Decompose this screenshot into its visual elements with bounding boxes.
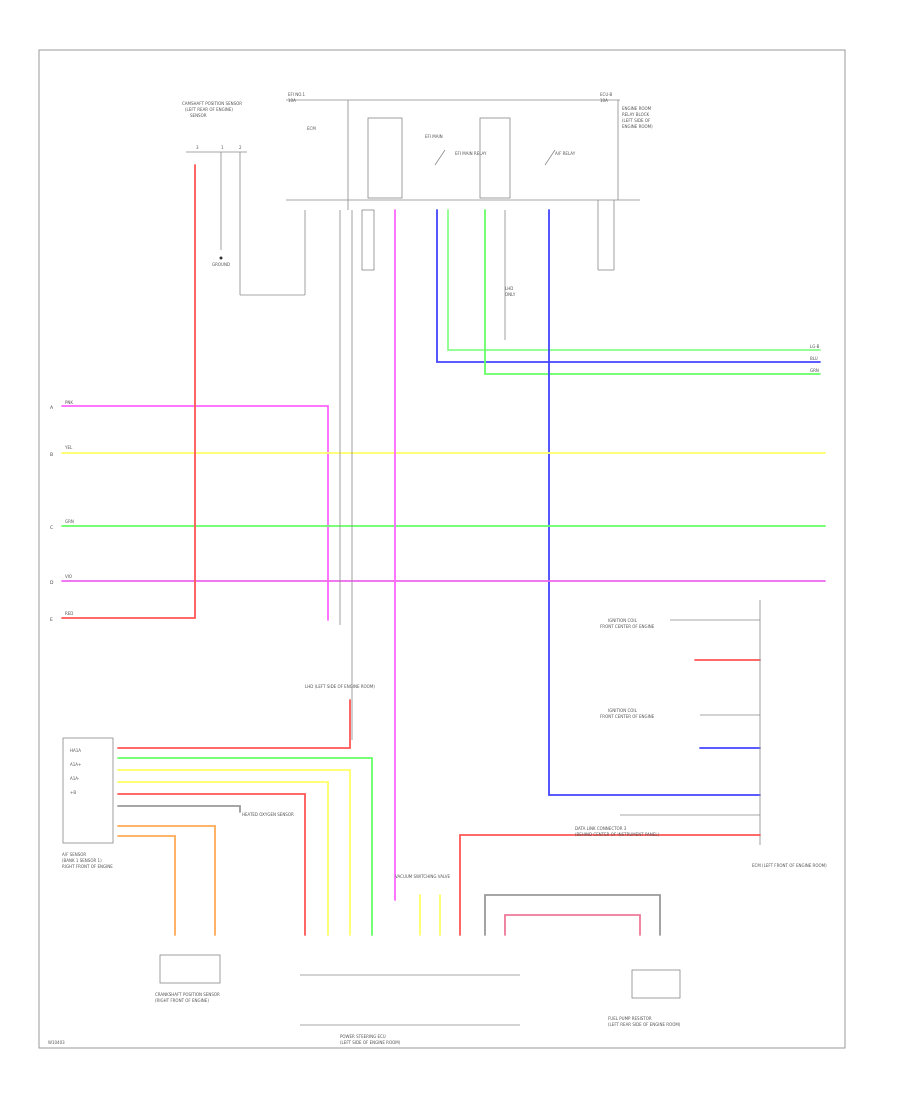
- relay-switch-2: [544, 149, 556, 166]
- relay-efi-main-box: [367, 117, 403, 199]
- ground-label: GROUND: [212, 262, 230, 267]
- relay-block-name-right2: RELAY BLOCK: [622, 112, 650, 117]
- relay-sense-label: LHD: [505, 286, 513, 291]
- af-sensor-sub: (BANK 1 SENSOR 1): [62, 858, 102, 863]
- wire-af-red: [117, 793, 306, 936]
- relay-af-box: [479, 117, 511, 199]
- cam-pin-3: 3: [196, 145, 199, 150]
- wire-af-red-top: [117, 699, 351, 749]
- fuse-left-tag: ECM: [307, 126, 316, 131]
- af-pin-3: A1A-: [70, 776, 80, 781]
- tag-row-yellow: YEL: [64, 445, 73, 450]
- pressure-label: VACUUM SWITCHING VALVE: [395, 874, 450, 879]
- data-link-sub: (BEHIND CENTER OF INSTRUMENT PANEL): [575, 832, 660, 837]
- ignition-upper-name: IGNITION COIL: [608, 618, 638, 623]
- tag-right-blue: BLU: [810, 356, 818, 361]
- ignition-lower-name: IGNITION COIL: [608, 708, 638, 713]
- relay-switch-1: [434, 149, 446, 166]
- fuse-left-rating: 10A: [288, 98, 296, 103]
- af-sensor-name: A/F SENSOR: [62, 852, 86, 857]
- ignition-upper-sub: FRONT CENTER OF ENGINE: [600, 624, 655, 629]
- fuel-pump-sub: (LEFT REAR SIDE OF ENGINE ROOM): [608, 1022, 681, 1027]
- wire-green-right: [484, 209, 821, 375]
- wire-row-red: [61, 164, 196, 619]
- fuse-mid-label: EFI MAIN: [425, 134, 443, 139]
- row-e: E RED: [50, 164, 196, 623]
- cam-pin-1: 1: [221, 145, 224, 150]
- diagram-frame: [38, 49, 846, 1049]
- row-c: C GRN: [50, 519, 826, 531]
- tag-row-green: GRN: [65, 519, 74, 524]
- camshaft-sensor-sub: (LEFT REAR OF ENGINE): [185, 107, 233, 112]
- camshaft-position-sensor: CAMSHAFT POSITION SENSOR (LEFT REAR OF E…: [182, 101, 247, 153]
- row-letter-b: B: [50, 452, 53, 458]
- tag-row-violet: VIO: [65, 574, 72, 579]
- row-letter-e: E: [50, 617, 53, 623]
- af-sensor-box: [62, 737, 114, 844]
- af-sensor-loc: RIGHT FRONT OF ENGINE: [62, 864, 113, 869]
- af-sensor: HA1A A1A+ A1A- +B A/F SENSOR (BANK 1 SEN…: [62, 737, 114, 869]
- wire-af-green: [117, 757, 373, 936]
- tag-right-green-2: GRN: [810, 368, 819, 373]
- fuse-right-ecu: ECU-B: [600, 92, 613, 97]
- fuse-right-rating: 10A: [600, 98, 608, 103]
- lhd-label: LHD (LEFT SIDE OF ENGINE ROOM): [305, 684, 375, 689]
- wire-pink-injector: [504, 914, 641, 936]
- junction-ea: [361, 209, 375, 271]
- row-a: A PNK: [50, 400, 329, 621]
- relay-af-label: A/F RELAY: [555, 151, 576, 156]
- camshaft-sensor-sub2: SENSOR: [190, 113, 207, 118]
- wire-row-pink: [61, 405, 329, 621]
- relay-block-tag-left: EFI NO.1: [288, 92, 306, 97]
- wire-af-yellow: [117, 769, 351, 936]
- tag-row-pink: PNK: [65, 400, 73, 405]
- wire-blue-right: [436, 209, 821, 363]
- ecm-right-label: ECM (LEFT FRONT OF ENGINE ROOM): [752, 863, 827, 868]
- wire-af-yellow-2: [117, 781, 329, 936]
- crankshaft-box: [159, 954, 221, 984]
- ignition-lower-sub: FRONT CENTER OF ENGINE: [600, 714, 655, 719]
- wire-af-gray: [117, 805, 241, 813]
- camshaft-sensor-label: CAMSHAFT POSITION SENSOR: [182, 101, 242, 106]
- ecm-connector: VACUUM SWITCHING VALVE POWER STEERING EC…: [300, 874, 520, 1045]
- relay-block-name-right3: (LEFT SIDE OF: [622, 118, 651, 123]
- crankshaft-name: CRANKSHAFT POSITION SENSOR: [155, 992, 220, 997]
- ignition-coil-lower: IGNITION COIL FRONT CENTER OF ENGINE: [600, 708, 761, 749]
- fuel-pump-box: [631, 969, 681, 999]
- tag-right-green-1: LG-B: [810, 344, 820, 349]
- relay-efi-main-label: EFI MAIN RELAY: [455, 151, 487, 156]
- row-letter-d: D: [50, 580, 54, 586]
- row-letter-c: C: [50, 525, 53, 531]
- engine-room-relay-block: EFI NO.1 10A ECU-B 10A ECM EFI MAIN EFI …: [286, 92, 653, 201]
- af-pin-2: A1A+: [70, 762, 81, 767]
- af-pin-1: HA1A: [70, 748, 81, 753]
- crankshaft-position-sensor: CRANKSHAFT POSITION SENSOR (RIGHT FRONT …: [155, 954, 221, 1003]
- bottom-ecu-sub: (LEFT SIDE OF ENGINE ROOM): [340, 1040, 401, 1045]
- wire-af-orange-2: [117, 835, 176, 936]
- row-d: D VIO: [50, 574, 826, 586]
- wire-af-orange-1: [117, 825, 216, 936]
- cam-pin-2: 2: [239, 145, 242, 150]
- row-b: B YEL: [50, 445, 826, 458]
- relay-block-name-right: ENGINE ROOM: [622, 106, 652, 111]
- relay-sense-label2: ONLY: [505, 292, 516, 297]
- fuel-pump-name: FUEL PUMP RESISTOR: [608, 1016, 652, 1021]
- fuel-pump-resistor: FUEL PUMP RESISTOR (LEFT REAR SIDE OF EN…: [608, 969, 681, 1027]
- wire-blue-long: [548, 209, 761, 796]
- ground-symbol: GROUND: [212, 256, 230, 267]
- wire-gray-injector: [484, 894, 661, 936]
- crankshaft-loc: (RIGHT FRONT OF ENGINE): [155, 998, 209, 1003]
- wire-red-datalink: [459, 834, 761, 936]
- relay-block-name-right4: ENGINE ROOM): [622, 124, 653, 129]
- hox-label: HEATED OXYGEN SENSOR: [242, 812, 294, 817]
- figure-id: W10403: [48, 1040, 65, 1045]
- ignition-coil-upper: IGNITION COIL FRONT CENTER OF ENGINE: [600, 618, 761, 661]
- row-letter-a: A: [50, 405, 54, 411]
- af-pin-4: +B: [70, 790, 76, 795]
- tag-row-red: RED: [65, 611, 73, 616]
- data-link-name: DATA LINK CONNECTOR 3: [575, 826, 627, 831]
- bottom-ecu-name: POWER STEERING ECU: [340, 1034, 386, 1039]
- wire-lightgreen-right: [447, 209, 821, 351]
